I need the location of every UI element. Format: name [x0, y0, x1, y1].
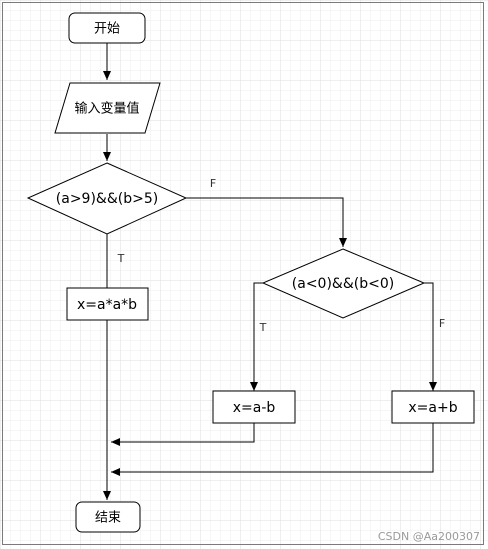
cond2-true-label: T — [259, 321, 267, 334]
start-terminal — [68, 12, 146, 44]
decision-cond1 — [26, 162, 188, 235]
edge-cond2-true — [250, 282, 263, 391]
decision-cond2 — [261, 248, 426, 319]
input-parallelogram — [54, 82, 161, 134]
proc2-label: x=a-b — [233, 400, 276, 416]
proc1-label: x=a*a*b — [77, 297, 137, 313]
edge-cond1-false — [186, 197, 347, 247]
input-label: 输入变量值 — [74, 101, 139, 117]
end-label: 结束 — [95, 511, 121, 526]
start-label: 开始 — [94, 22, 120, 37]
edge-proc2-to-end-line — [111, 423, 255, 446]
cond1-label: (a>9)&&(b>5) — [56, 191, 158, 207]
process-x-a-plus-b — [391, 390, 475, 424]
process-x-a-a-b — [66, 287, 149, 321]
cond2-false-label: F — [439, 317, 445, 330]
watermark: CSDN @Aa200307 — [377, 530, 480, 543]
edge-proc3-to-end-line — [111, 423, 434, 476]
end-terminal — [75, 501, 141, 533]
cond2-label: (a<0)&&(b<0) — [292, 276, 394, 292]
proc3-label: x=a+b — [408, 400, 457, 416]
edge-cond2-false — [424, 282, 437, 391]
cond1-true-label: T — [117, 252, 125, 265]
cond1-false-label: F — [210, 177, 216, 190]
process-x-a-minus-b — [212, 390, 296, 424]
